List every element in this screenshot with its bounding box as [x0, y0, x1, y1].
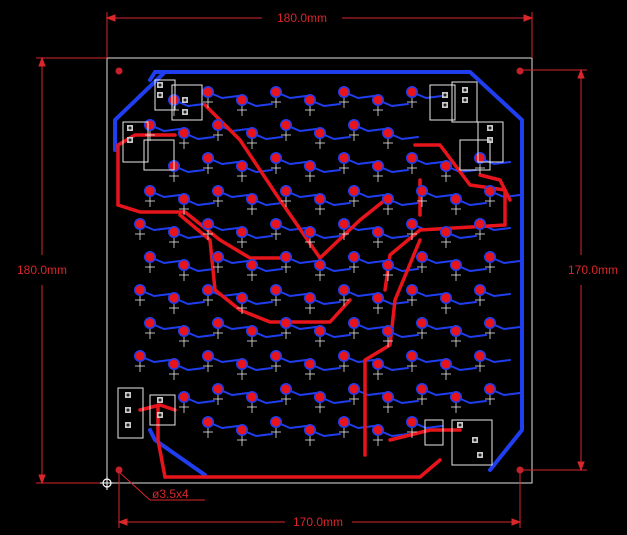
dimension-left-height: 180.0mm: [17, 263, 67, 277]
origin-marker: [100, 476, 114, 490]
silkscreen: [117, 79, 504, 466]
dimension-right-height: 170.0mm: [568, 263, 618, 277]
dimension-lines: [36, 12, 587, 528]
board-outline: [106, 57, 533, 484]
mounting-holes: [115, 67, 524, 474]
hole-note: ø3.5x4: [152, 487, 189, 501]
bottom-layer-traces: [113, 70, 524, 477]
dimension-bottom-width: 170.0mm: [293, 515, 343, 529]
dimension-top-width: 180.0mm: [277, 11, 327, 25]
top-layer-traces: [116, 103, 512, 479]
